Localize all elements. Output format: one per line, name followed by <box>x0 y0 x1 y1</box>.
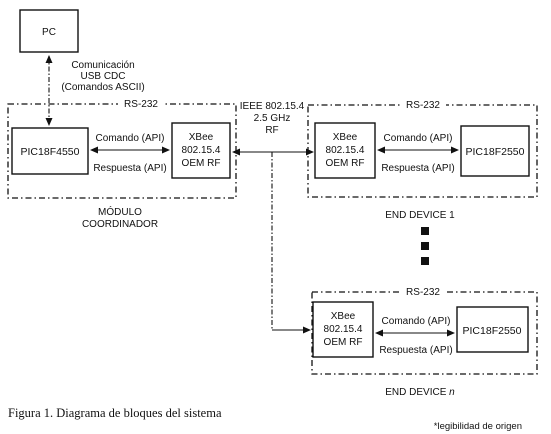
ellipsis-square-2 <box>421 242 429 250</box>
end1-xbee-line2: 802.15.4 <box>326 145 365 156</box>
coordinator-cmd-label: Comando (API) <box>96 133 165 144</box>
end1-resp-label: Respuesta (API) <box>381 163 454 174</box>
endn-xbee-line3: OEM RF <box>324 337 363 348</box>
end1-rs232-label: RS-232 <box>406 100 440 111</box>
end1-xbee-line1: XBee <box>333 132 358 143</box>
endn-caption-n: n <box>449 387 455 398</box>
coordinator-caption-1: MÓDULO <box>98 205 142 218</box>
endn-pic-box <box>456 306 529 353</box>
coordinator-xbee-line3: OEM RF <box>182 158 221 169</box>
end1-boundary <box>307 104 538 198</box>
endn-xbee-line2: 802.15.4 <box>324 324 363 335</box>
end1-xbee-line3: OEM RF <box>326 158 365 169</box>
coordinator-rs232-label: RS-232 <box>124 99 158 110</box>
ieee-label-3: RF <box>265 125 278 136</box>
end1-cmd-label: Comando (API) <box>384 133 453 144</box>
ieee-label-1: IEEE 802.15.4 <box>240 101 305 112</box>
coordinator-resp-label: Respuesta (API) <box>93 163 166 174</box>
endn-caption: END DEVICE n <box>385 387 455 398</box>
ellipsis-square-1 <box>421 227 429 235</box>
endn-rs232-label: RS-232 <box>406 287 440 298</box>
pic18f4550-box <box>11 127 89 175</box>
pic18f4550-label: PIC18F4550 <box>21 146 80 158</box>
coordinator-caption-2: COORDINADOR <box>82 219 158 230</box>
usb-label-2: USB CDC <box>80 71 125 82</box>
rs232-label-bg <box>118 98 164 110</box>
end1-caption: END DEVICE 1 <box>385 210 455 221</box>
pc-box <box>19 9 79 53</box>
usb-label-3: (Comandos ASCII) <box>61 82 144 93</box>
pc-label: PC <box>42 27 56 38</box>
ieee-label-2: 2.5 GHz <box>254 113 291 124</box>
endn-rs232-bg <box>400 286 446 298</box>
coordinator-xbee-line2: 802.15.4 <box>182 145 221 156</box>
coordinator-xbee-box <box>171 122 231 179</box>
end1-pic-label: PIC18F2550 <box>466 146 525 158</box>
usb-label-1: Comunicación <box>71 60 134 71</box>
end1-xbee-box <box>314 122 376 179</box>
endn-pic-label: PIC18F2550 <box>463 325 522 337</box>
endn-caption-text: END DEVICE <box>385 387 449 398</box>
ellipsis-square-3 <box>421 257 429 265</box>
endn-resp-label: Respuesta (API) <box>379 345 452 356</box>
coordinator-xbee-line1: XBee <box>189 132 214 143</box>
end1-rs232-bg <box>400 99 446 111</box>
endn-xbee-line1: XBee <box>331 311 356 322</box>
endn-cmd-label: Comando (API) <box>382 316 451 327</box>
legibility-note: *legibilidad de origen <box>434 421 522 432</box>
end1-pic-box <box>460 125 530 177</box>
endn-xbee-box <box>312 301 374 358</box>
figure-caption: Figura 1. Diagrama de bloques del sistem… <box>8 406 222 420</box>
